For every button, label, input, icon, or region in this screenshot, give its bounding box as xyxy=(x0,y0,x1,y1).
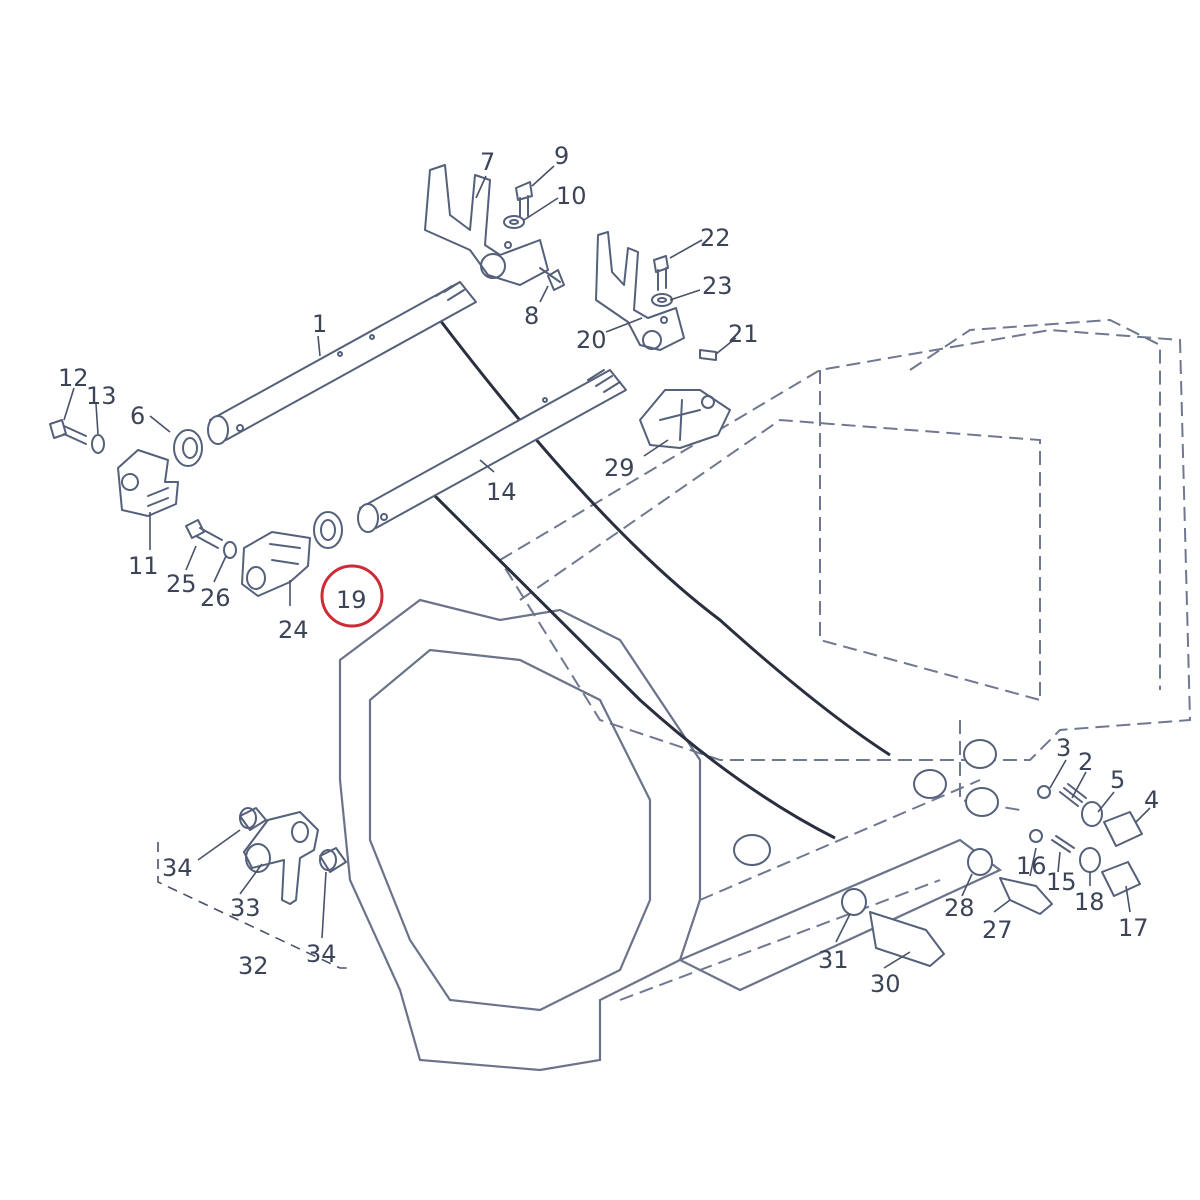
callout-34-lower: 34 xyxy=(306,940,337,968)
callout-19-highlight xyxy=(320,564,384,628)
bolt-25 xyxy=(185,519,223,549)
bolt-12 xyxy=(49,419,87,445)
callout-26: 26 xyxy=(200,584,231,612)
transmission-housing xyxy=(338,318,1192,1072)
callout-27: 27 xyxy=(982,916,1013,944)
callout-30: 30 xyxy=(870,970,901,998)
seal-19 xyxy=(313,511,343,549)
callout-23: 23 xyxy=(702,272,733,300)
callout-15: 15 xyxy=(1046,868,1077,896)
callout-11: 11 xyxy=(128,552,159,580)
callout-8: 8 xyxy=(524,302,539,330)
callout-16: 16 xyxy=(1016,852,1047,880)
bracket-24 xyxy=(241,531,311,597)
callout-5: 5 xyxy=(1110,766,1125,794)
shift-fork-20 xyxy=(595,231,717,361)
callout-25: 25 xyxy=(166,570,197,598)
washer-13 xyxy=(91,434,105,454)
bracket-11 xyxy=(117,449,179,517)
lever-assembly-32 xyxy=(157,811,350,969)
bushing-34-lower xyxy=(319,847,347,873)
callout-2: 2 xyxy=(1078,748,1093,776)
callout-1: 1 xyxy=(312,310,327,338)
seal-6 xyxy=(173,429,203,467)
detent-parts xyxy=(733,739,1143,967)
callout-32: 32 xyxy=(238,952,269,980)
washer-10 xyxy=(503,215,525,229)
callout-22: 22 xyxy=(700,224,731,252)
bushing-34-upper xyxy=(239,807,267,831)
shift-rail-1 xyxy=(207,281,477,445)
arrow-upper xyxy=(438,319,891,757)
callout-28: 28 xyxy=(944,894,975,922)
washer-23 xyxy=(651,293,673,307)
callout-3: 3 xyxy=(1056,734,1071,762)
callout-24: 24 xyxy=(278,616,309,644)
bolt-9 xyxy=(515,181,533,219)
callout-21: 21 xyxy=(728,320,759,348)
shift-fork-7 xyxy=(424,164,565,291)
callout-7: 7 xyxy=(480,148,495,176)
washer-26 xyxy=(223,541,237,559)
callout-13: 13 xyxy=(86,382,117,410)
callout-19: 19 xyxy=(336,586,367,614)
callout-4: 4 xyxy=(1144,786,1159,814)
callout-9: 9 xyxy=(554,142,569,170)
shift-rail-14 xyxy=(357,369,627,533)
callout-12: 12 xyxy=(58,364,89,392)
bolt-22 xyxy=(653,255,669,291)
callout-labels: 1 2 3 4 5 6 7 8 9 10 11 12 13 14 15 16 1… xyxy=(58,142,1159,998)
cover-plate-29 xyxy=(639,389,731,449)
arrow-lower xyxy=(430,491,836,840)
leader-lines xyxy=(63,165,1151,969)
callout-31: 31 xyxy=(818,946,849,974)
callout-6: 6 xyxy=(130,402,145,430)
callout-20: 20 xyxy=(576,326,607,354)
callout-18: 18 xyxy=(1074,888,1105,916)
callout-14: 14 xyxy=(486,478,517,506)
callout-34-upper: 34 xyxy=(162,854,193,882)
callout-29: 29 xyxy=(604,454,635,482)
callout-17: 17 xyxy=(1118,914,1149,942)
callout-33: 33 xyxy=(230,894,261,922)
callout-10: 10 xyxy=(556,182,587,210)
